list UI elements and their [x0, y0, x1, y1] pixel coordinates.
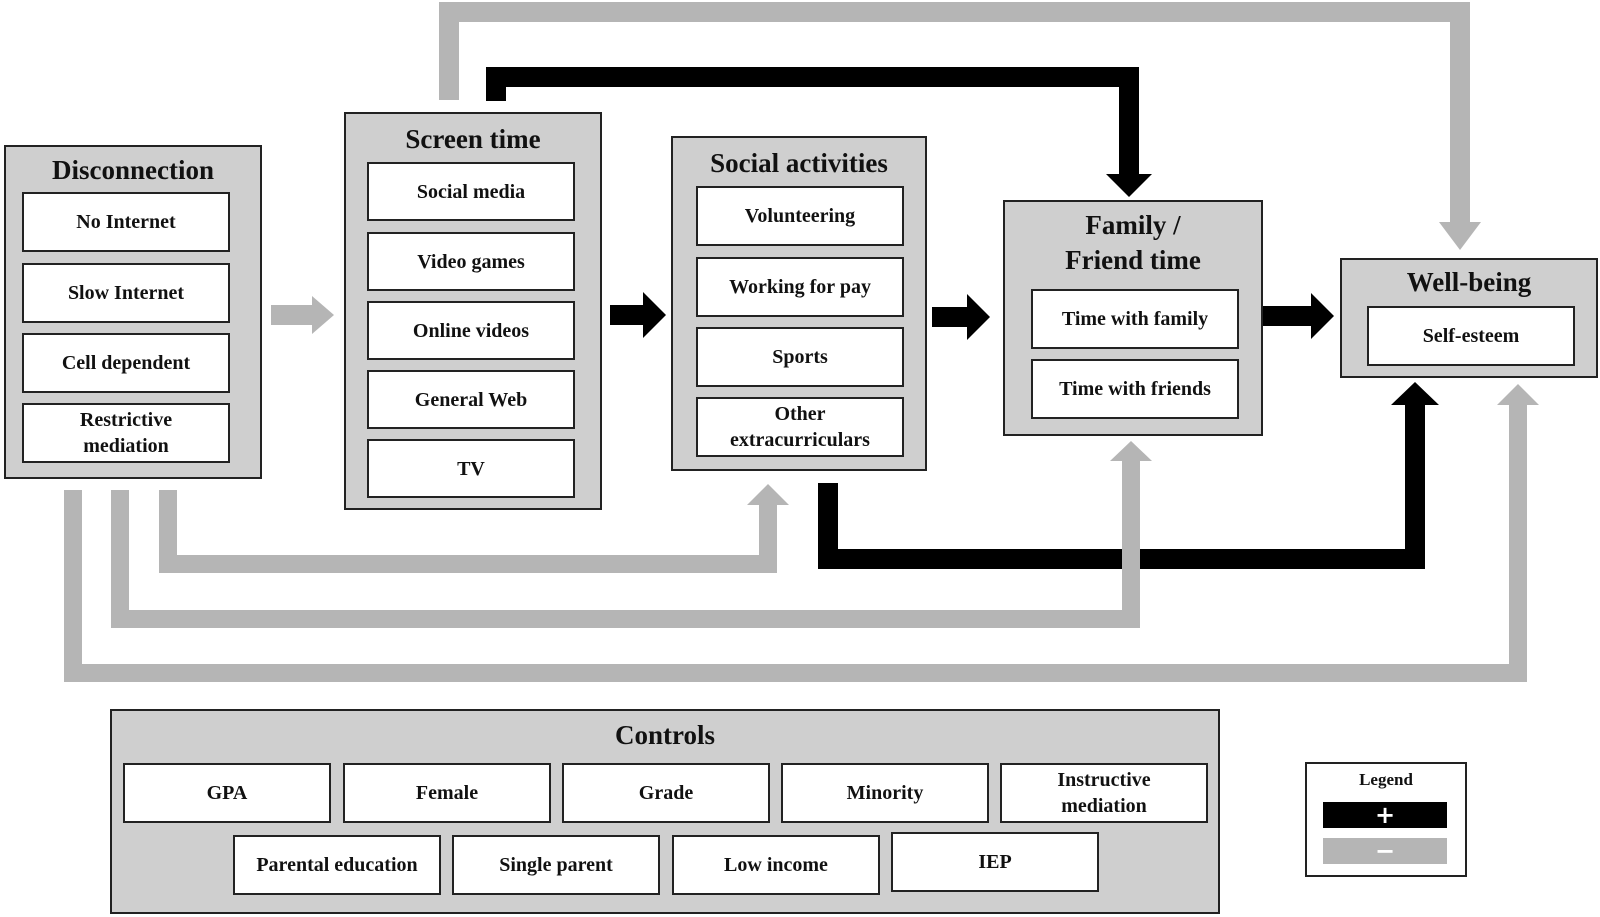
general-web-item: General Web [367, 370, 575, 429]
arrow-social-activities-to-family-friend-time [932, 294, 990, 340]
volunteering-item: Volunteering [696, 186, 904, 246]
grade-item: Grade [562, 763, 770, 823]
minority-item: Minority [781, 763, 989, 823]
no-internet-item: No Internet [22, 192, 230, 252]
tv-item: TV [367, 439, 575, 498]
iep-item: IEP [891, 832, 1099, 892]
path-disconnection-to-social-activities [159, 484, 789, 573]
self-esteem-item: Self-esteem [1367, 306, 1575, 366]
gpa-item: GPA [123, 763, 331, 823]
time-with-friends-item: Time with friends [1031, 359, 1239, 419]
parental-education-item: Parental education [233, 835, 441, 895]
family-friend-time-title: Family / Friend time [1065, 210, 1201, 275]
sports-item: Sports [696, 327, 904, 387]
controls-group: Controls GPA Female Grade Minority Instr… [110, 709, 1220, 914]
arrow-disconnection-to-screen-time [271, 296, 334, 334]
social-activities-group: Social activities Volunteering Working f… [671, 136, 927, 471]
social-activities-title: Social activities [710, 148, 888, 178]
arrow-screen-time-to-social-activities [610, 292, 666, 338]
disconnection-title: Disconnection [52, 155, 214, 185]
screen-time-group: Screen time Social media Video games Onl… [344, 112, 602, 510]
video-games-item: Video games [367, 232, 575, 291]
legend-box: Legend + − [1305, 762, 1467, 877]
path-screen-time-to-family-friend-time [486, 67, 1152, 197]
slow-internet-item: Slow Internet [22, 263, 230, 323]
legend-negative-swatch: − [1323, 838, 1447, 864]
legend-title: Legend [1359, 770, 1413, 789]
arrow-family-friend-time-to-well-being [1263, 293, 1334, 339]
low-income-item: Low income [672, 835, 880, 895]
restrictive-mediation-item: Restrictive mediation [22, 403, 230, 463]
screen-time-title: Screen time [405, 124, 541, 154]
path-disconnection-to-family-friend-time [111, 441, 1152, 628]
path-social-activities-to-well-being [818, 382, 1439, 569]
single-parent-item: Single parent [452, 835, 660, 895]
well-being-title: Well-being [1406, 267, 1532, 297]
family-friend-time-group: Family / Friend time Time with family Ti… [1003, 200, 1263, 436]
legend-positive-swatch: + [1323, 802, 1447, 828]
disconnection-group: Disconnection No Internet Slow Internet … [4, 145, 262, 479]
other-extracurriculars-item: Other extracurriculars [696, 397, 904, 457]
female-item: Female [343, 763, 551, 823]
instructive-mediation-item: Instructive mediation [1000, 763, 1208, 823]
cell-dependent-item: Cell dependent [22, 333, 230, 393]
controls-title: Controls [614, 720, 715, 750]
working-for-pay-item: Working for pay [696, 257, 904, 317]
time-with-family-item: Time with family [1031, 289, 1239, 349]
well-being-group: Well-being Self-esteem [1340, 258, 1598, 378]
social-media-item: Social media [367, 162, 575, 221]
online-videos-item: Online videos [367, 301, 575, 360]
